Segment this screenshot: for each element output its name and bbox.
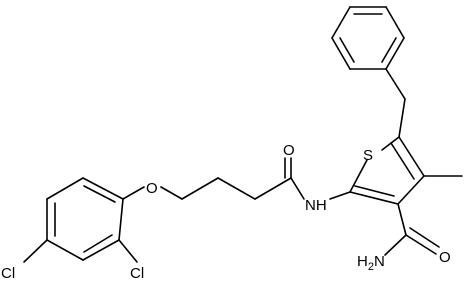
amide-nh-label: NH (305, 197, 327, 214)
thiophene-ring (349, 136, 425, 205)
chlorine-label-right: Cl (130, 265, 144, 282)
ether-oxygen-label: O (146, 180, 158, 197)
butanoyl-chain (160, 177, 292, 200)
nh2-h: H (357, 253, 368, 270)
carboxamide-group (384, 203, 440, 256)
dichlorophenyl-ring (46, 177, 124, 261)
benzyl-ch2-bonds (385, 68, 406, 138)
carbonyl-oxygen-label: O (283, 142, 295, 159)
benzyl-phenyl-ring (331, 6, 405, 70)
carboxamide-nh2-label: H2N (357, 253, 385, 273)
nh2-subscript: 2 (368, 261, 374, 273)
thiophene-sulfur-label: S (363, 147, 373, 164)
carboxamide-oxygen-label: O (439, 249, 451, 266)
nh2-n: N (374, 253, 385, 270)
chlorine-label-left: Cl (1, 265, 15, 282)
aryl-ether-bond (122, 186, 145, 200)
cl-bond-right (118, 239, 138, 263)
amide-linkage (284, 157, 351, 200)
cl-bond-left (23, 239, 48, 263)
